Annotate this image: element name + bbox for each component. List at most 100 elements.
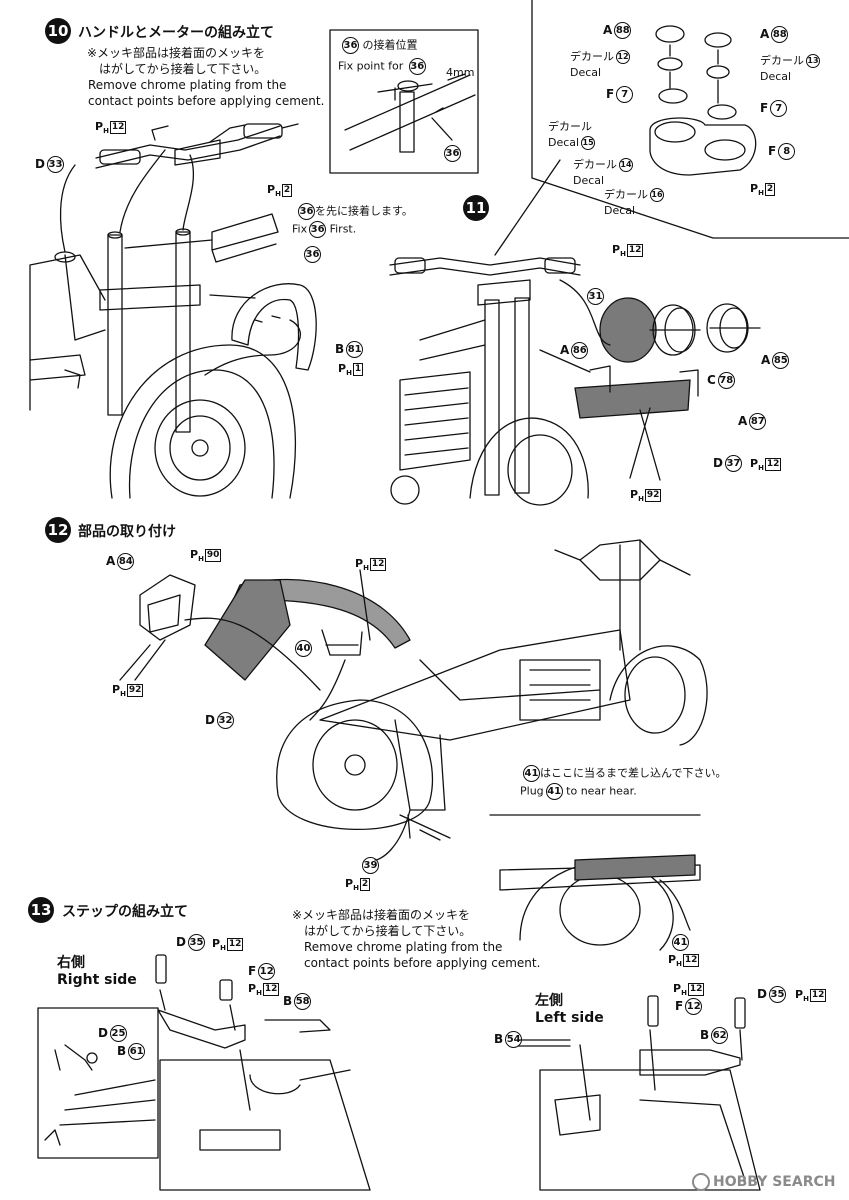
part-label-41: 41 [670,934,689,951]
decal-inset-border [531,0,849,239]
decal-label-12-en: Decal [570,66,602,79]
assembly-arrows-10 [59,149,302,376]
watermark: HOBBY SEARCH [692,1173,835,1191]
step11-bike-drawing [389,257,589,506]
headlight-stay-11-drawing [574,365,699,419]
assembly-arrows-11 [494,159,761,481]
part-label-39: 39 [360,857,379,874]
step10-note-en-2: contact points before applying cement. [88,94,325,108]
step10-note-jp-2: はがしてから接着して下さい。 [99,62,267,76]
decal-label-14-en: Decal [573,174,605,187]
step12-title: 部品の取り付け [78,524,176,540]
step13-note-en-2: contact points before applying cement. [304,956,541,970]
front-fender-drawing [231,283,317,371]
step13-title: ステップの組み立て [62,904,188,920]
meter-drawing [649,25,757,176]
inset-fix-point-en: Fix point for 36 [338,58,426,75]
left-step-drawing [517,995,761,1191]
assembly-arrows-12 [119,569,441,861]
part-label-36: 36 [302,246,321,263]
step-number-12: 12 [45,517,71,543]
decal-label-16-en: Decal [604,204,636,217]
inset-dimension: 4mm [446,66,475,79]
handlebar-drawing [95,123,299,169]
rear-fender-drawing [204,578,411,681]
front-wheel-drawing [109,344,296,499]
headlight-drawing [599,297,749,363]
right-side-jp: 右側 [57,955,85,971]
inset-part-36: 36 [442,145,461,162]
watermark-logo-icon [692,1173,710,1191]
inset-handlebar-drawing [344,73,476,153]
step13-inset-frame [37,1007,159,1159]
part-40-drawing [321,629,363,656]
step13-note-en-1: Remove chrome plating from the [304,940,503,954]
right-side-en: Right side [57,972,137,988]
right-step-drawing [155,954,371,1191]
part-label-31: 31 [585,288,604,305]
headlight-stay-drawing [211,213,279,263]
step13-note-jp-2: はがしてから接着して下さい。 [304,924,472,938]
decal-label-13-en: Decal [760,70,792,83]
decal-label-15: デカール [548,120,592,133]
tail-light-drawing [139,574,196,641]
stand-drawing [394,719,451,839]
step-number-10: 10 [45,18,71,44]
left-side-jp: 左側 [535,993,563,1009]
fork-drawing [99,228,201,433]
step10-note-jp-1: ※メッキ部品は接着面のメッキを [87,46,266,60]
fix-point-inset-frame [329,29,479,174]
part-label-40: 40 [293,640,312,657]
step-number-13: 13 [28,897,54,923]
step10-title: ハンドルとメーターの組み立て [78,25,274,41]
step-number-11: 11 [463,195,489,221]
step13-inset-drawing [44,1044,156,1146]
step10-note-en-1: Remove chrome plating from the [88,78,287,92]
part-number-circle: 36 [408,58,426,75]
step12-bike-drawing [276,539,708,831]
